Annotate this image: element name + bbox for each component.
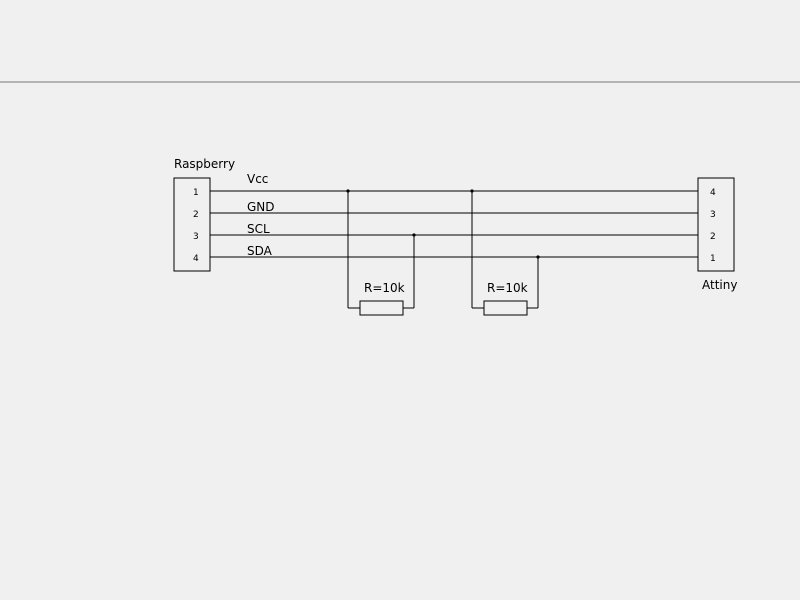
attiny-connector-title: Attiny bbox=[702, 278, 737, 292]
raspberry-connector-box bbox=[173, 177, 211, 272]
raspberry-pin-3: 3 bbox=[193, 232, 199, 242]
wire-label-scl: SCL bbox=[247, 222, 270, 236]
pullup-resistor-scl: R=10k bbox=[346, 189, 416, 316]
resistor-1-body bbox=[359, 300, 404, 316]
wire-label-gnd: GND bbox=[247, 200, 275, 214]
junction-dot-scl bbox=[412, 233, 416, 237]
junction-dot-vcc-2 bbox=[470, 189, 474, 193]
attiny-pin-3: 3 bbox=[710, 210, 716, 220]
resistor-2-body bbox=[483, 300, 528, 316]
raspberry-connector-title: Raspberry bbox=[174, 157, 235, 171]
junction-dot-vcc-1 bbox=[346, 189, 350, 193]
attiny-pin-1: 1 bbox=[710, 254, 716, 264]
attiny-connector-box bbox=[697, 177, 735, 272]
wire-label-vcc: Vcc bbox=[247, 172, 268, 186]
raspberry-pin-2: 2 bbox=[193, 210, 199, 220]
attiny-pin-2: 2 bbox=[710, 232, 716, 242]
resistor-2-label: R=10k bbox=[487, 281, 528, 295]
pullup-resistor-sda: R=10k bbox=[470, 189, 540, 316]
attiny-pin-4: 4 bbox=[710, 188, 716, 198]
raspberry-pin-1: 1 bbox=[193, 188, 199, 198]
raspberry-pin-4: 4 bbox=[193, 254, 199, 264]
junction-dot-sda bbox=[536, 255, 540, 259]
resistor-1-label: R=10k bbox=[364, 281, 405, 295]
wire-label-sda: SDA bbox=[247, 244, 273, 258]
